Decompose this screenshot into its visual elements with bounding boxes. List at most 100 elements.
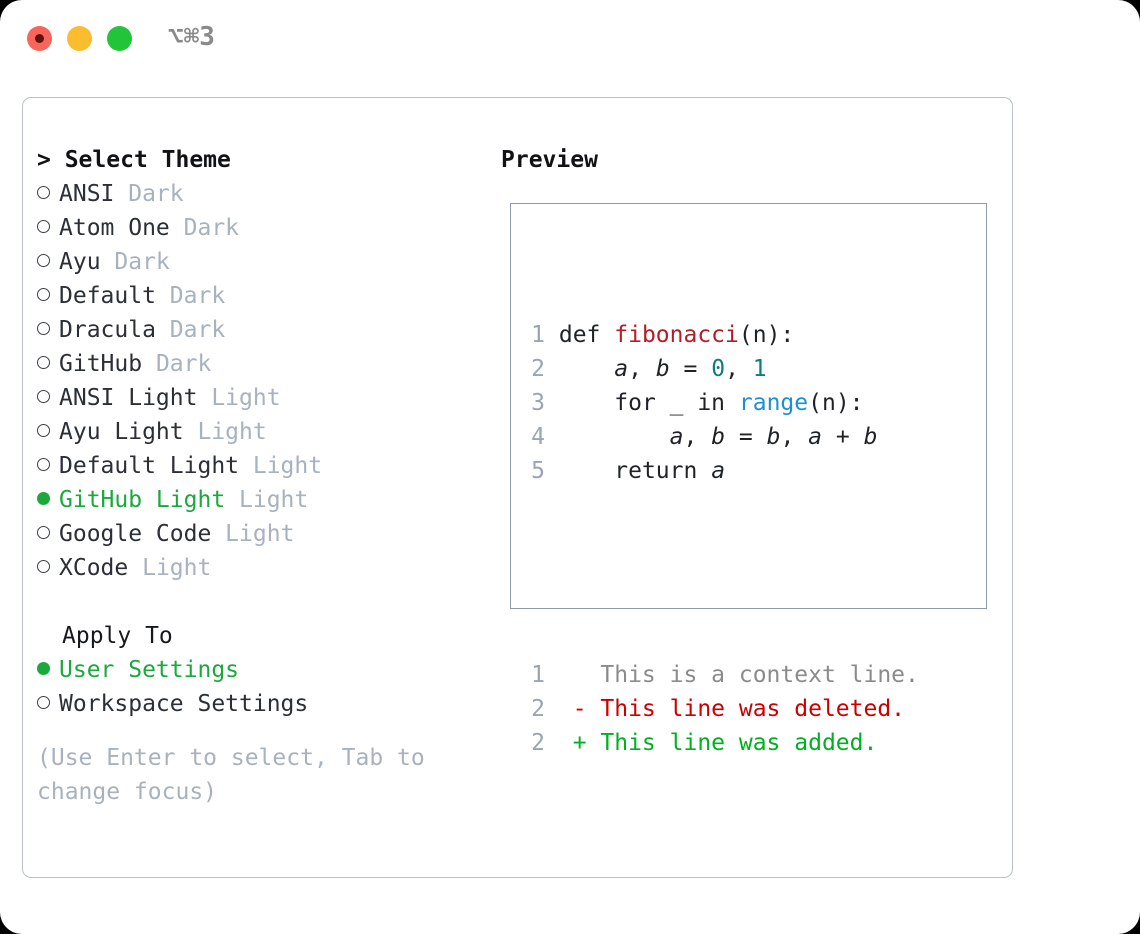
radio-selected-icon[interactable] xyxy=(37,483,59,517)
code-token: fibonacci xyxy=(614,322,739,348)
close-button[interactable] xyxy=(27,26,52,51)
title-bar: ⌥⌘3 xyxy=(0,0,1140,76)
theme-variant-tag: Light xyxy=(197,385,281,411)
radio-empty-icon[interactable] xyxy=(37,177,59,211)
code-token: + xyxy=(822,424,864,450)
diff-line: 2 - This line was deleted. xyxy=(523,692,919,726)
apply-to-label: Workspace Settings xyxy=(59,691,309,717)
section-spacer xyxy=(37,585,492,619)
theme-name: ANSI Light xyxy=(59,385,198,411)
radio-dot xyxy=(37,492,50,505)
radio-empty-icon[interactable] xyxy=(37,381,59,415)
radio-empty-icon[interactable] xyxy=(37,245,59,279)
code-token: for _ in xyxy=(558,390,739,416)
theme-list-item[interactable]: ANSI Light Light xyxy=(37,381,492,415)
diff-text: + This line was added. xyxy=(545,730,878,756)
theme-list-item[interactable]: Ayu Light Light xyxy=(37,415,492,449)
theme-name: XCode xyxy=(59,555,129,581)
preview-heading: Preview xyxy=(501,147,598,173)
radio-empty-icon[interactable] xyxy=(37,449,59,483)
radio-empty-icon[interactable] xyxy=(37,551,59,585)
line-number: 1 xyxy=(531,662,545,688)
radio-dot xyxy=(37,390,50,403)
theme-variant-tag: Dark xyxy=(100,249,170,275)
diff-text: - This line was deleted. xyxy=(545,696,906,722)
code-token: a xyxy=(808,424,823,450)
theme-name: Ayu xyxy=(59,249,101,275)
code-token: , xyxy=(628,356,656,382)
apply-to-label: User Settings xyxy=(59,657,240,683)
minimize-button[interactable] xyxy=(67,26,92,51)
radio-empty-icon[interactable] xyxy=(37,347,59,381)
code-token: , xyxy=(725,356,753,382)
theme-variant-tag: Light xyxy=(211,521,295,547)
select-theme-heading: > Select Theme xyxy=(37,143,492,177)
code-line: 5 return a xyxy=(523,454,919,488)
theme-list-item[interactable]: GitHub Dark xyxy=(37,347,492,381)
radio-empty-icon[interactable] xyxy=(37,687,59,721)
gutter-space xyxy=(545,356,559,382)
theme-variant-tag: Dark xyxy=(114,181,184,207)
radio-empty-icon[interactable] xyxy=(37,517,59,551)
radio-empty-icon[interactable] xyxy=(37,279,59,313)
code-line: 2 a, b = 0, 1 xyxy=(523,352,919,386)
diff-text: This is a context line. xyxy=(545,662,919,688)
theme-list-item[interactable]: Google Code Light xyxy=(37,517,492,551)
line-number: 2 xyxy=(531,696,545,722)
code-token: a xyxy=(669,424,684,450)
apply-to-option[interactable]: User Settings xyxy=(37,653,492,687)
radio-dot xyxy=(37,356,50,369)
radio-dot xyxy=(37,254,50,267)
diff-lines: 1 This is a context line.2 - This line w… xyxy=(523,658,919,760)
theme-list-item[interactable]: Default Dark xyxy=(37,279,492,313)
theme-name: GitHub xyxy=(59,351,143,377)
theme-variant-tag: Dark xyxy=(169,215,240,241)
gutter-space xyxy=(545,322,559,348)
line-number: 4 xyxy=(531,424,545,450)
theme-list-item[interactable]: XCode Light xyxy=(37,551,492,585)
radio-selected-icon[interactable] xyxy=(37,653,59,687)
preview-column: Preview 1 def fibonacci (n): 2 a, b = 0, 1… xyxy=(501,143,1001,756)
line-number: 2 xyxy=(531,356,545,382)
radio-empty-icon[interactable] xyxy=(37,415,59,449)
theme-list-item[interactable]: Dracula Dark xyxy=(37,313,492,347)
radio-dot xyxy=(37,424,50,437)
theme-list-item[interactable]: Atom One Dark xyxy=(37,211,492,245)
radio-dot xyxy=(37,560,50,573)
radio-empty-icon[interactable] xyxy=(37,211,59,245)
theme-list-item[interactable]: Default Light Light xyxy=(37,449,492,483)
code-token: b xyxy=(766,424,781,450)
code-line: 3 for _ in range(n): xyxy=(523,386,919,420)
code-token: b xyxy=(655,356,670,382)
select-theme-label: Select Theme xyxy=(64,147,231,173)
zoom-button[interactable] xyxy=(107,26,132,51)
theme-variant-tag: Light xyxy=(128,555,212,581)
radio-dot xyxy=(37,696,50,709)
theme-list-item[interactable]: Ayu Dark xyxy=(37,245,492,279)
radio-dot xyxy=(37,662,50,675)
theme-variant-tag: Light xyxy=(183,419,267,445)
theme-variant-tag: Dark xyxy=(155,283,226,309)
code-token: a xyxy=(711,458,726,484)
theme-variant-tag: Dark xyxy=(155,317,226,343)
apply-to-option[interactable]: Workspace Settings xyxy=(37,687,492,721)
code-token: def xyxy=(558,322,615,348)
code-token: a xyxy=(614,356,629,382)
theme-name: Default xyxy=(59,283,156,309)
diff-line: 1 This is a context line. xyxy=(523,658,919,692)
theme-variant-tag: Light xyxy=(225,487,309,513)
radio-empty-icon[interactable] xyxy=(37,313,59,347)
theme-name: Default Light xyxy=(59,453,240,479)
diff-line: 2 + This line was added. xyxy=(523,726,919,760)
prompt-caret: > xyxy=(37,147,65,173)
code-token: (n): xyxy=(808,390,864,416)
code-token xyxy=(559,356,614,382)
theme-list-item[interactable]: GitHub Light Light xyxy=(37,483,492,517)
theme-list-item[interactable]: ANSI Dark xyxy=(37,177,492,211)
code-token xyxy=(559,424,670,450)
